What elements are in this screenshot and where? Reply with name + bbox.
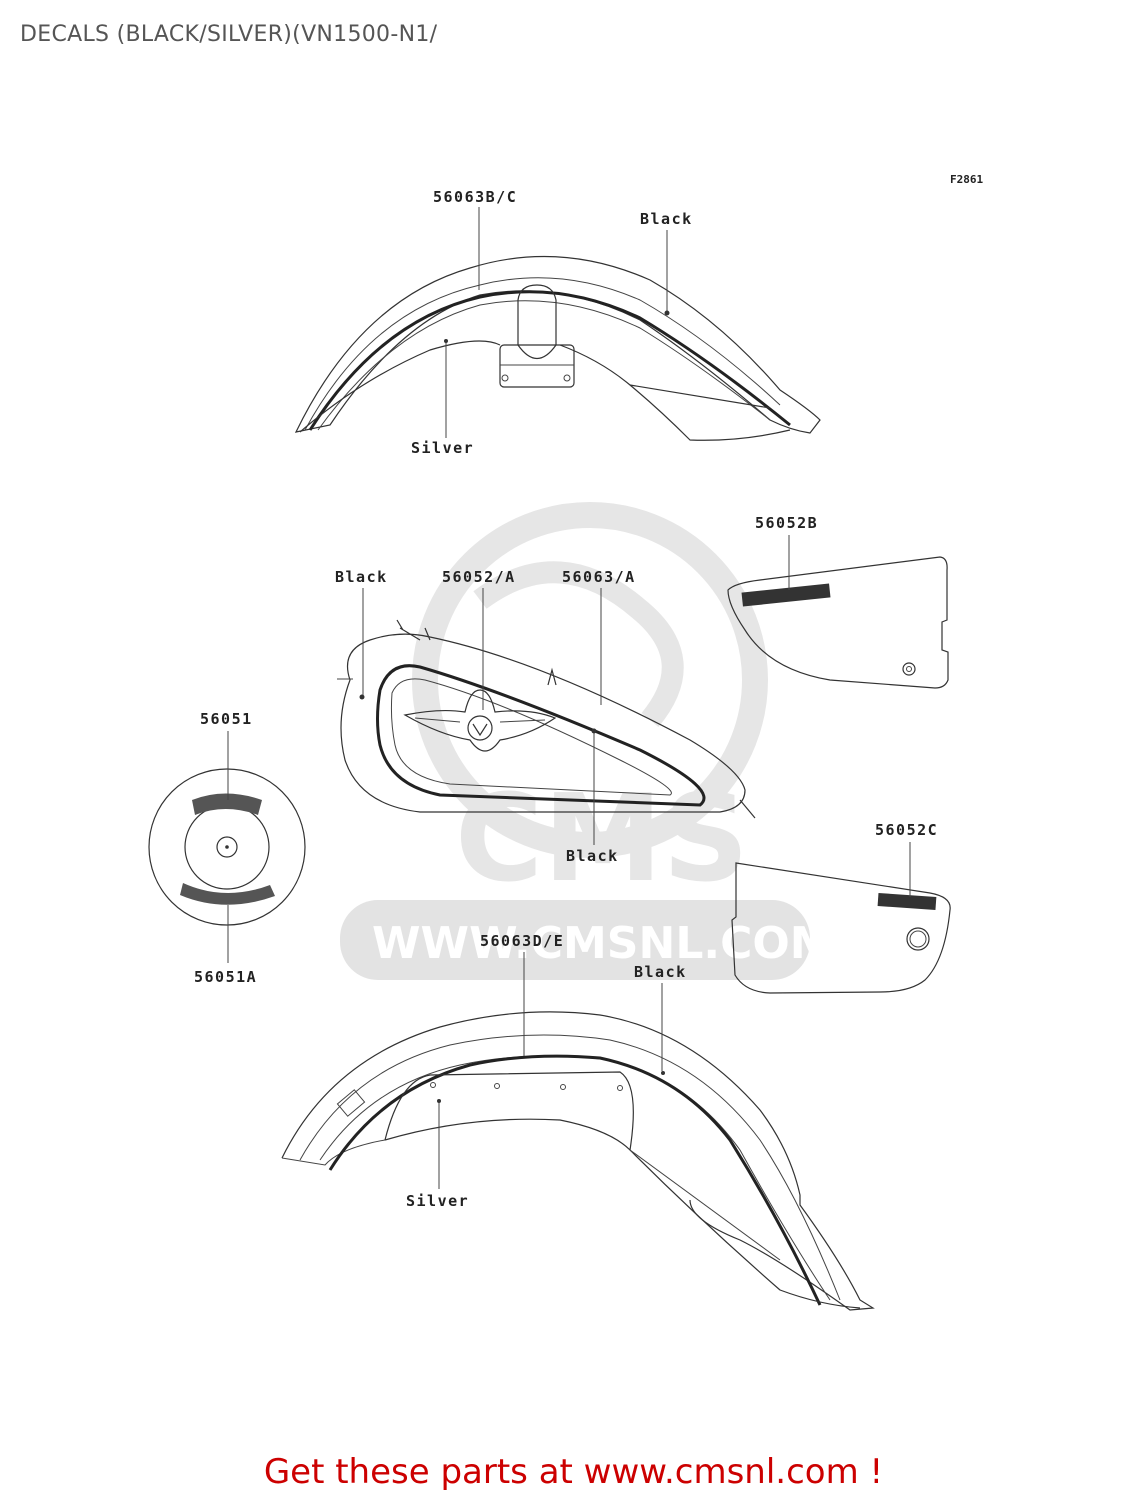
front-fender-part-label: 56063B/C (433, 188, 517, 206)
front-fender-black-label: Black (640, 210, 693, 228)
side-cover-left-part-label: 56052C (875, 821, 938, 839)
rear-fender-part-label: 56063D/E (480, 932, 564, 950)
side-cover-left (731, 862, 951, 994)
rear-fender-black-label: Black (634, 963, 687, 981)
side-cover-right (727, 556, 949, 689)
fuel-tank-black-bottom-label: Black (566, 847, 619, 865)
air-cleaner-cover (148, 768, 306, 926)
rear-fender-silver-label: Silver (406, 1192, 469, 1210)
fuel-tank-black-left-label: Black (335, 568, 388, 586)
front-fender (294, 255, 821, 441)
watermark-logo: CMS (455, 770, 749, 909)
side-cover-right-part-label: 56052B (755, 514, 818, 532)
footer-promo-link[interactable]: Get these parts at www.cmsnl.com ! (263, 1452, 884, 1492)
front-fender-silver-label: Silver (411, 439, 474, 457)
air-cleaner-bottom-part-label: 56051A (194, 968, 257, 986)
figure-code: F2861 (950, 173, 983, 186)
fuel-tank (337, 619, 756, 819)
fuel-tank-emblem-label: 56052/A (442, 568, 516, 586)
page-title: DECALS (BLACK/SILVER)(VN1500-N1/ (20, 22, 438, 47)
rear-fender (281, 1011, 875, 1311)
air-cleaner-top-part-label: 56051 (200, 710, 253, 728)
fuel-tank-stripe-label: 56063/A (562, 568, 636, 586)
watermark: CMS WWW.CMSNL.COM (340, 502, 834, 980)
watermark-url: WWW.CMSNL.COM (372, 918, 834, 969)
